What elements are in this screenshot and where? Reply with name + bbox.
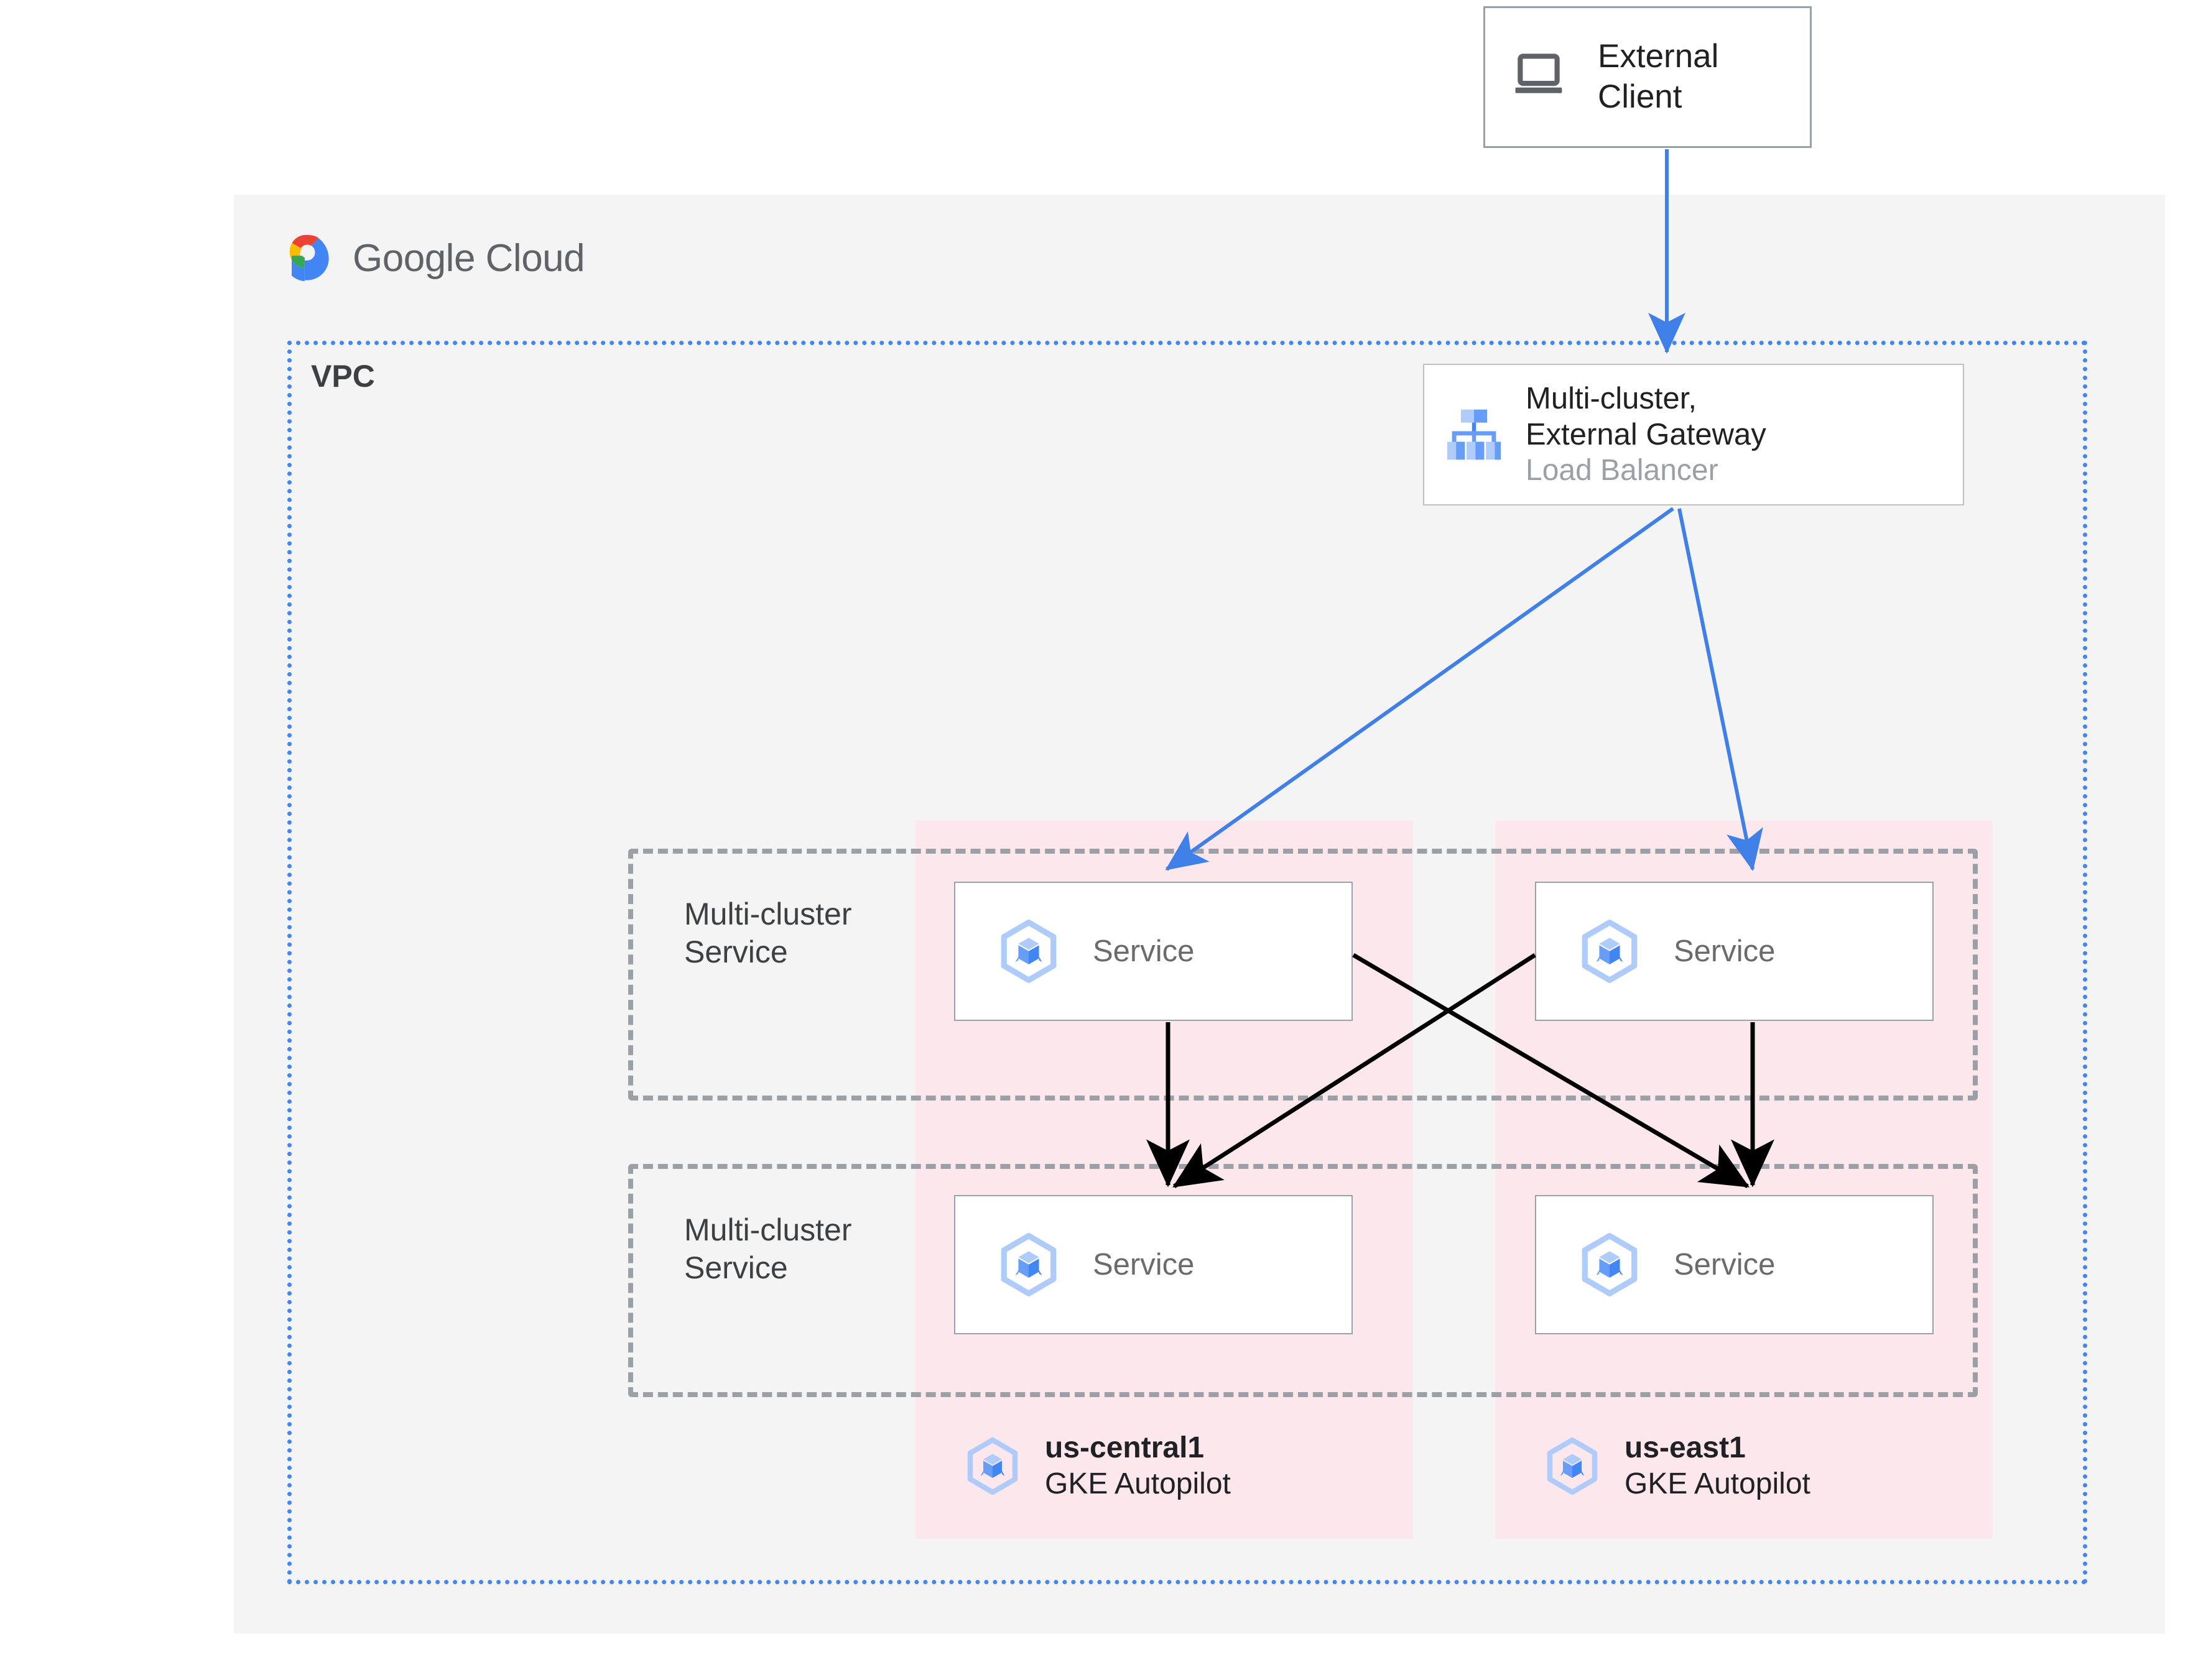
- cluster-name: us-central1: [1045, 1431, 1205, 1464]
- vpc-boundary: [287, 341, 2087, 1584]
- external-client-line2: Client: [1598, 78, 1682, 115]
- load-balancer-title-line2: External Gateway: [1526, 417, 1766, 451]
- cluster-name: us-east1: [1625, 1431, 1746, 1464]
- service-label: Service: [1093, 1248, 1195, 1281]
- cluster-footer-us-central1: us-central1 GKE Autopilot: [963, 1430, 1231, 1502]
- vpc-label: VPC: [311, 359, 375, 394]
- gke-service-icon: [1001, 919, 1057, 984]
- gke-service-icon: [1547, 1437, 1598, 1495]
- external-client-box[interactable]: External Client: [1483, 6, 1812, 148]
- load-balancer-icon: [1447, 409, 1501, 460]
- external-client-label: External Client: [1598, 37, 1718, 117]
- google-cloud-mark-icon: [289, 234, 329, 282]
- cluster-type: GKE Autopilot: [1045, 1467, 1231, 1500]
- gke-service-icon: [1001, 1232, 1057, 1297]
- service-card-top-us-east1[interactable]: Service: [1535, 882, 1934, 1021]
- load-balancer-box[interactable]: Multi-cluster, External Gateway Load Bal…: [1423, 364, 1964, 505]
- load-balancer-text: Multi-cluster, External Gateway Load Bal…: [1526, 381, 1766, 488]
- mcs-label-line1: Multi-cluster: [684, 897, 852, 931]
- cluster-footer-text: us-east1 GKE Autopilot: [1625, 1430, 1810, 1502]
- gke-service-icon: [967, 1437, 1018, 1495]
- service-label: Service: [1093, 935, 1195, 968]
- cluster-footer-text: us-central1 GKE Autopilot: [1045, 1430, 1231, 1502]
- service-label: Service: [1674, 1248, 1776, 1281]
- load-balancer-title-line1: Multi-cluster,: [1526, 381, 1697, 415]
- mcs-label-line1: Multi-cluster: [684, 1212, 852, 1247]
- external-client-line1: External: [1598, 38, 1719, 75]
- cluster-footer-us-east1: us-east1 GKE Autopilot: [1542, 1430, 1810, 1502]
- laptop-icon: [1515, 53, 1562, 93]
- google-cloud-logo: Google Cloud: [277, 224, 700, 292]
- service-card-top-us-central1[interactable]: Service: [954, 882, 1353, 1021]
- load-balancer-subtitle: Load Balancer: [1526, 453, 1718, 487]
- service-card-bottom-us-east1[interactable]: Service: [1535, 1195, 1934, 1334]
- gke-service-icon: [1582, 1232, 1638, 1297]
- multi-cluster-service-label-2: Multi-cluster Service: [684, 1211, 851, 1287]
- service-card-bottom-us-central1[interactable]: Service: [954, 1195, 1353, 1334]
- mcs-label-line2: Service: [684, 1250, 788, 1285]
- cluster-type: GKE Autopilot: [1625, 1467, 1810, 1500]
- multi-cluster-service-label-1: Multi-cluster Service: [684, 895, 851, 971]
- google-cloud-wordmark: Google Cloud: [353, 236, 585, 280]
- service-label: Service: [1674, 935, 1776, 968]
- mcs-label-line2: Service: [684, 935, 788, 969]
- gke-service-icon: [1582, 919, 1638, 984]
